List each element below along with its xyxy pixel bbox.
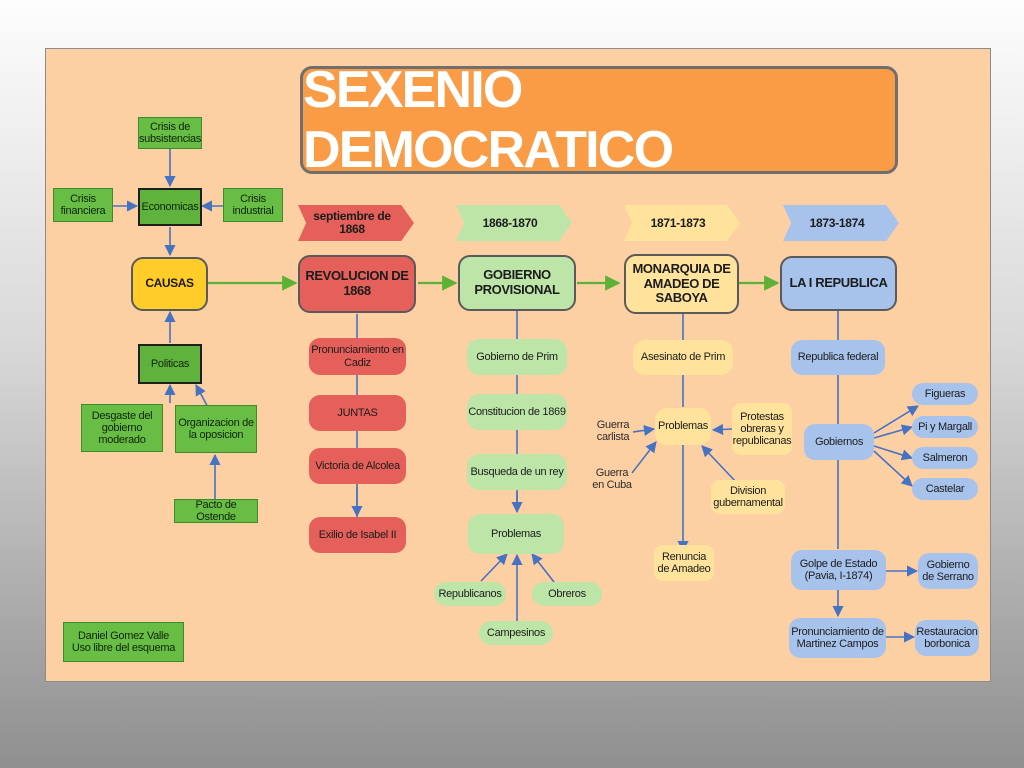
node-desgaste-gobierno: Desgaste del gobierno moderado xyxy=(81,404,163,452)
author-credit: Daniel Gomez Valle Uso libre del esquema xyxy=(63,622,184,662)
node-gobiernos: Gobiernos xyxy=(804,424,874,460)
diagram-title: SEXENIO DEMOCRATICO xyxy=(300,61,898,179)
arrow-gobiernos-castelar xyxy=(873,450,913,487)
node-campesinos: Campesinos xyxy=(479,621,553,645)
node-gobierno-prim: Gobierno de Prim xyxy=(467,339,567,375)
node-guerra-cuba: Guerra en Cuba xyxy=(592,466,632,491)
node-asesinato-prim: Asesinato de Prim xyxy=(633,340,733,375)
node-monarquia-amadeo: MONARQUIA DE AMADEO DE SABOYA xyxy=(624,254,739,314)
node-renuncia-amadeo: Renuncia de Amadeo xyxy=(654,545,714,581)
node-obreros: Obreros xyxy=(532,582,602,606)
arrow-gobiernos-figueras xyxy=(873,405,919,434)
node-protestas: Protestas obreras y republicanas xyxy=(732,403,792,455)
node-crisis-industrial: Crisis industrial xyxy=(223,188,283,222)
node-division-gubernamental: Division gubernamental xyxy=(711,480,785,514)
node-politicas: Politicas xyxy=(138,344,202,384)
node-problemas-monarquia: Problemas xyxy=(655,408,711,445)
arrow-gobiernos-pimargall xyxy=(873,424,914,439)
node-crisis-subsistencias: Crisis de subsistencias xyxy=(138,117,202,149)
arrow-carlista-problemas xyxy=(632,424,656,436)
node-castelar: Castelar xyxy=(912,478,978,500)
node-figueras: Figueras xyxy=(912,383,978,405)
arrow-obreros-problemas xyxy=(531,553,555,583)
node-republicanos: Republicanos xyxy=(434,582,506,606)
arrow-gobiernos-salmeron xyxy=(873,445,914,461)
node-golpe-estado: Golpe de Estado (Pavia, I-1874) xyxy=(791,550,886,590)
node-exilio-isabel: Exilio de Isabel II xyxy=(309,517,406,553)
node-salmeron: Salmeron xyxy=(912,447,978,469)
node-juntas: JUNTAS xyxy=(309,395,406,431)
period-1873-1874: 1873-1874 xyxy=(783,205,899,241)
node-constitucion-1869: Constitucion de 1869 xyxy=(467,394,567,430)
node-revolucion-1868: REVOLUCION DE 1868 xyxy=(298,255,416,313)
node-gobierno-serrano: Gobierno de Serrano xyxy=(918,553,978,589)
period-septiembre-1868: septiembre de 1868 xyxy=(298,205,414,241)
node-causas: CAUSAS xyxy=(131,257,208,311)
period-1868-1870: 1868-1870 xyxy=(456,205,572,241)
node-crisis-financiera: Crisis financiera xyxy=(53,188,113,222)
arrow-republicanos-problemas xyxy=(480,553,508,582)
node-restauracion-borbonica: Restauracion borbonica xyxy=(915,620,979,656)
node-pronunciamiento-cadiz: Pronunciamiento en Cadiz xyxy=(309,338,406,375)
arrow-division-problemas xyxy=(701,445,738,484)
node-guerra-carlista: Guerra carlista xyxy=(596,418,630,443)
node-republica-federal: Republica federal xyxy=(791,340,885,375)
arrow-cuba-problemas xyxy=(631,441,657,474)
node-i-republica: LA I REPUBLICA xyxy=(780,256,897,311)
node-gobierno-provisional: GOBIERNO PROVISIONAL xyxy=(458,255,576,311)
arrow-protestas-problemas xyxy=(711,423,733,436)
node-victoria-alcolea: Victoria de Alcolea xyxy=(309,448,406,484)
node-pronunciamiento-martinez-campos: Pronunciamiento de Martinez Campos xyxy=(789,618,886,658)
node-organizacion-oposicion: Organizacion de la oposicion xyxy=(175,405,257,453)
node-problemas-provisional: Problemas xyxy=(468,514,564,554)
node-economicas: Economicas xyxy=(138,188,202,226)
concept-map-slide: SEXENIO DEMOCRATICO Crisis de subsistenc… xyxy=(45,48,991,682)
period-1871-1873: 1871-1873 xyxy=(624,205,740,241)
node-pacto-ostende: Pacto de Ostende xyxy=(174,499,258,523)
node-pi-y-margall: Pi y Margall xyxy=(912,416,978,438)
node-busqueda-rey: Busqueda de un rey xyxy=(467,454,567,490)
